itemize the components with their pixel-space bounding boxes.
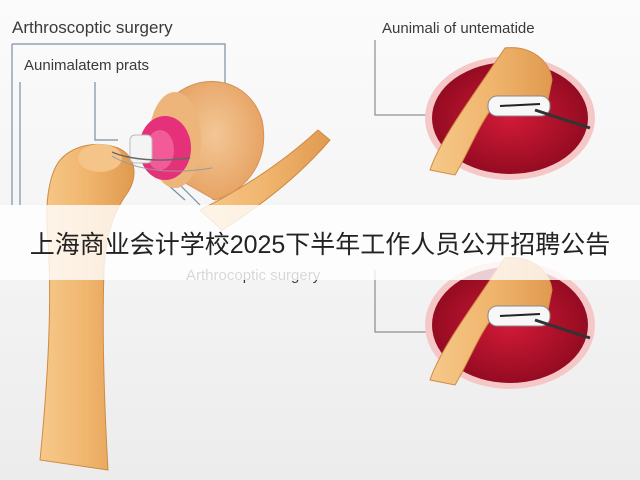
- label-aunimali-of-untematide: Aunimali of untematide: [382, 20, 535, 37]
- femur-bone: [39, 143, 135, 471]
- title-banner-overlay: [0, 205, 640, 280]
- joint-view-bottom: [374, 257, 595, 389]
- joint-view-top: [374, 40, 595, 180]
- label-arthroscopic-surgery: Arthroscoptic surgery: [12, 18, 173, 37]
- hip-socket: [139, 80, 265, 201]
- banner-title: 上海商业会计学校2025下半年工作人员公开招聘公告: [29, 231, 611, 259]
- label-aunimalatem-prats: Aunimalatem prats: [24, 57, 150, 74]
- femoral-head-ring: [111, 134, 213, 172]
